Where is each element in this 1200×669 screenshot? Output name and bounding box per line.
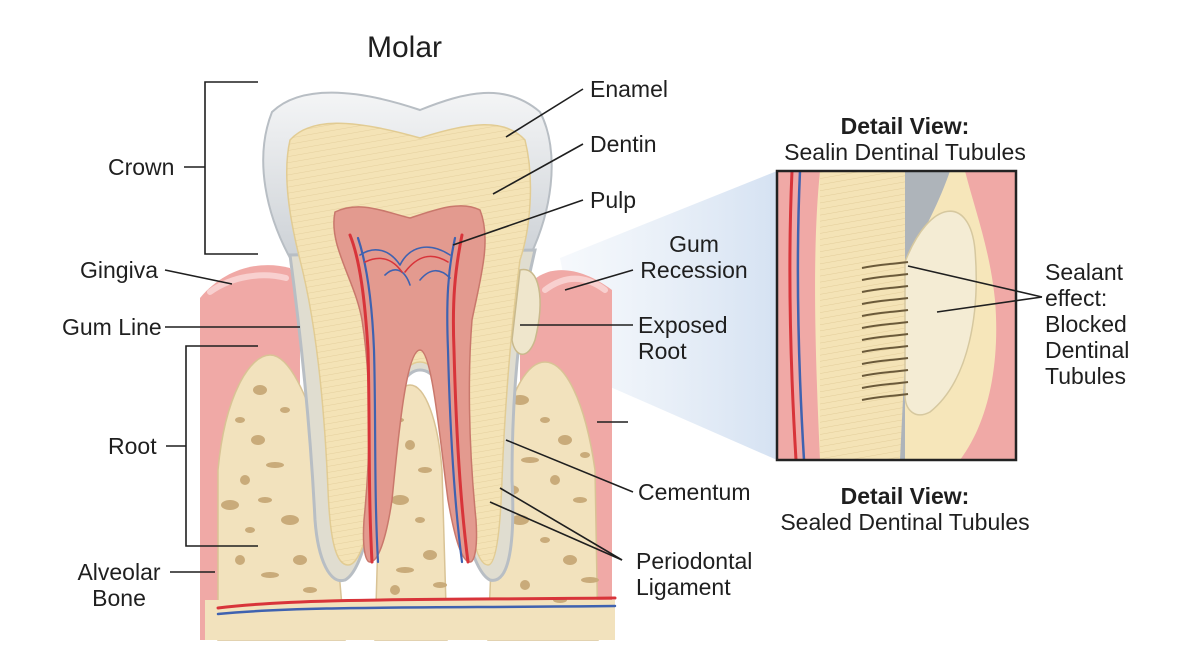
bone-pore — [540, 537, 550, 543]
bone-pore — [391, 495, 409, 505]
label-pulp: Pulp — [590, 187, 637, 213]
bone-pore — [235, 555, 245, 565]
label-crown: Crown — [108, 154, 175, 180]
bone-pore — [423, 550, 437, 560]
sealed-tubule — [861, 297, 909, 305]
sealed-tubule — [861, 345, 909, 353]
bone-pore — [253, 385, 267, 395]
sealed-tubule — [861, 393, 909, 401]
bone-pore — [281, 515, 299, 525]
detail-view-box — [775, 169, 1018, 462]
bone-pore — [581, 577, 599, 583]
sealed-tubule — [861, 321, 909, 329]
sealed-tubule — [861, 333, 909, 341]
label-gum-recession: Gum Recession — [640, 231, 748, 283]
label-periodontal-ligament: Periodontal Ligament — [636, 548, 753, 600]
label-enamel: Enamel — [590, 76, 668, 102]
label-exposed-root: Exposed Root — [638, 312, 728, 364]
bone-pore — [396, 567, 414, 573]
label-alveolar-bone: Alveolar Bone — [77, 559, 161, 611]
label-root: Root — [108, 433, 157, 459]
sealed-tubule — [861, 261, 909, 269]
bone-pore — [240, 475, 250, 485]
label-gum-line: Gum Line — [62, 314, 162, 340]
label-sealant-effect: Sealant effect: Blocked Dentinal Tubules — [1045, 259, 1130, 389]
bone-pore — [520, 580, 530, 590]
detail-view-top-subtitle: Sealin Dentinal Tubules — [784, 139, 1026, 165]
bone-pore — [221, 500, 239, 510]
bone-pore — [418, 467, 432, 473]
bone-pore — [433, 582, 447, 588]
bone-pore — [258, 497, 272, 503]
bone-pore — [540, 417, 550, 423]
label-gingiva: Gingiva — [80, 257, 158, 283]
detail-projection-beam — [560, 171, 777, 460]
blood-vessels — [216, 233, 617, 616]
bone-pore — [573, 497, 587, 503]
bone-pore — [563, 555, 577, 565]
bone-pore — [261, 572, 279, 578]
sealed-tubule — [861, 309, 909, 317]
bone-pore — [405, 440, 415, 450]
bone-pore — [550, 475, 560, 485]
detail-view-bottom-subtitle: Sealed Dentinal Tubules — [780, 509, 1030, 535]
bone-pore — [280, 407, 290, 413]
detail-view-top-caption: Detail View: Sealin Dentinal Tubules — [770, 113, 1040, 165]
bone-pore — [558, 435, 572, 445]
sealed-tubule — [861, 369, 909, 377]
bone-pore — [580, 452, 590, 458]
bone-pore — [245, 527, 255, 533]
diagram-title: Molar — [367, 31, 443, 64]
label-dentin: Dentin — [590, 131, 657, 157]
sealed-tubule — [861, 285, 909, 293]
sealed-tubule — [861, 273, 909, 281]
label-cementum: Cementum — [638, 479, 751, 505]
bone-pore — [390, 585, 400, 595]
leader-lines — [164, 81, 1043, 573]
bone-pore — [266, 462, 284, 468]
exposed-root-bulge — [511, 268, 541, 355]
bone-pore — [303, 587, 317, 593]
detail-view-bottom-caption: Detail View: Sealed Dentinal Tubules — [765, 483, 1045, 535]
bone-pore — [235, 417, 245, 423]
molar-tooth — [216, 91, 617, 616]
crown-bracket — [204, 81, 258, 255]
detail-view-bottom-heading: Detail View: — [840, 483, 970, 509]
bone-pore — [293, 555, 307, 565]
bone-pore — [521, 457, 539, 463]
sealed-tubule — [861, 357, 909, 365]
bone-pore — [415, 517, 425, 523]
bone-pore — [251, 435, 265, 445]
detail-view-top-heading: Detail View: — [840, 113, 970, 139]
sealed-tubule — [861, 381, 909, 389]
